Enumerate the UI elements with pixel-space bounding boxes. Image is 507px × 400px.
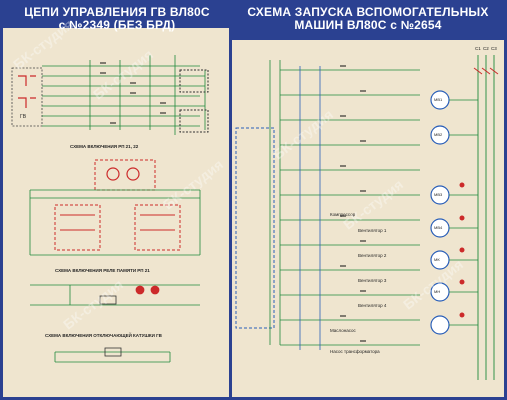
aux-blue-ticks — [299, 66, 321, 350]
aux-label-7: Насос трансформатора — [330, 349, 380, 354]
gv-label: ГВ — [20, 114, 27, 120]
phase-label-3: С3 — [491, 46, 497, 51]
phase-label-2: С2 — [483, 46, 489, 51]
motor-label-4: МВ4 — [434, 225, 443, 230]
gv-box — [11, 67, 43, 127]
motor-label-5: МК — [434, 257, 440, 262]
aux-label-5: Компрессор — [330, 212, 356, 217]
switch-diagram — [29, 159, 201, 256]
coil-diagram — [54, 347, 171, 363]
aux-contacts — [340, 65, 366, 342]
right-title: СХЕМА ЗАПУСКА ВСПОМОГАТЕЛЬНЫХ МАШИН ВЛ80… — [232, 6, 504, 31]
left-panel — [3, 28, 229, 397]
motor-label-3: МВ3 — [434, 192, 443, 197]
right-panel — [232, 40, 504, 397]
motor-label-1: МВ1 — [434, 97, 443, 102]
motor-links — [449, 99, 478, 326]
left-title-line2: с №2349 (БЕЗ БРД) — [58, 17, 176, 32]
gv-control-circuit — [11, 55, 206, 135]
aux-label-4: Вентилятор 4 — [358, 303, 387, 308]
left-title-line1: ЦЕПИ УПРАВЛЕНИЯ ГВ ВЛ80С — [24, 5, 210, 19]
aux-label-6: Маслонасос — [330, 328, 356, 333]
motor-label-2: МВ2 — [434, 132, 443, 137]
relay-memory-diagram — [30, 284, 200, 306]
motor-circles — [430, 90, 450, 335]
aux-label-3: Вентилятор 3 — [358, 278, 387, 283]
caption-coil: СХЕМА ВКЛЮЧЕНИЯ ОТКЛЮЧАЮЩЕЙ КАТУШКИ ГВ — [45, 333, 162, 338]
right-title-line2: МАШИН ВЛ80С с №2654 — [294, 17, 442, 32]
aux-left-block — [235, 60, 281, 345]
aux-label-2: Вентилятор 2 — [358, 253, 387, 258]
aux-label-1: Вентилятор 1 — [358, 228, 387, 233]
relay-box-1 — [179, 69, 209, 93]
left-title: ЦЕПИ УПРАВЛЕНИЯ ГВ ВЛ80С с №2349 (БЕЗ БР… — [4, 6, 230, 31]
caption-relay: СХЕМА ВКЛЮЧЕНИЯ РЕЛЕ ПАМЯТИ РП 21 — [55, 268, 150, 273]
motor-relays — [459, 182, 465, 318]
caption-switch: СХЕМА ВКЛЮЧЕНИЯ РП 21, 22 — [70, 144, 139, 149]
right-title-line1: СХЕМА ЗАПУСКА ВСПОМОГАТЕЛЬНЫХ — [247, 5, 489, 19]
phase-label-1: С1 — [475, 46, 481, 51]
phase-fuses — [473, 67, 499, 75]
motor-label-6: МН — [434, 289, 441, 294]
aux-bus-lines — [280, 69, 420, 346]
phase-lines — [477, 55, 495, 380]
gv-contacts — [18, 75, 36, 108]
relay-box-2 — [179, 109, 209, 133]
